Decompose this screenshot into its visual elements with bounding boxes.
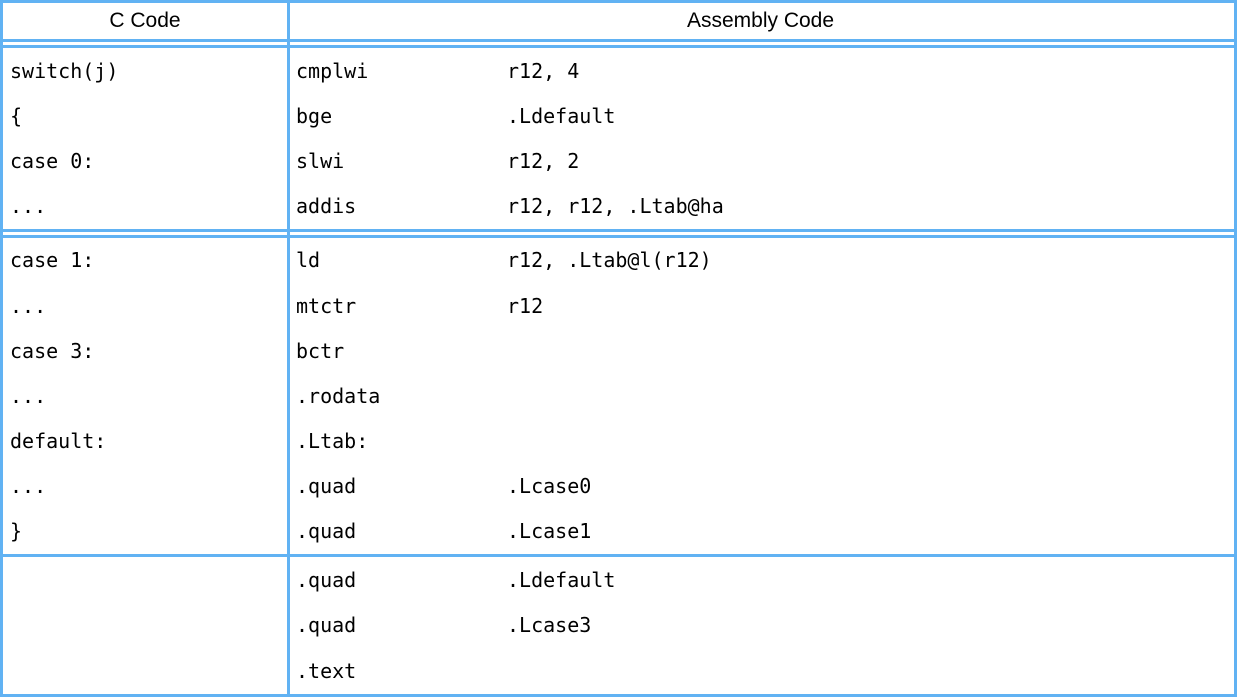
table-section-1: switch(j) cmplwi r12, 4 { bge .Ldefault ca… — [3, 48, 1234, 229]
assembly-cell: .Ltab: — [287, 429, 1234, 453]
table-row: .quad .Ldefault — [3, 557, 1234, 603]
asm-mnemonic: .quad — [296, 519, 357, 544]
assembly-cell: ld r12, .Ltab@l(r12) — [287, 248, 1234, 272]
table-row: case 1: ld r12, .Ltab@l(r12) — [3, 238, 1234, 283]
c-code-cell: { — [10, 103, 23, 128]
column-divider — [287, 3, 290, 694]
asm-operands: .Lcase1 — [507, 519, 592, 544]
c-code-cell: } — [10, 519, 23, 544]
table-row: switch(j) cmplwi r12, 4 — [3, 48, 1234, 93]
assembly-cell: .text — [287, 659, 1234, 683]
header-c-code: C Code — [109, 9, 181, 32]
assembly-cell: addis r12, r12, .Ltab@ha — [287, 194, 1234, 218]
c-code-cell: default: — [10, 429, 107, 454]
table-header-row: C Code Assembly Code — [3, 3, 1234, 39]
table-row: ... addis r12, r12, .Ltab@ha — [3, 184, 1234, 229]
assembly-cell: mtctr r12 — [287, 294, 1234, 318]
asm-operands: r12, 2 — [507, 148, 580, 173]
asm-mnemonic: .text — [296, 659, 357, 684]
table-row: case 0: slwi r12, 2 — [3, 138, 1234, 183]
asm-operands: .Lcase3 — [507, 613, 592, 638]
assembly-cell: cmplwi r12, 4 — [287, 59, 1234, 83]
asm-operands: .Lcase0 — [507, 474, 592, 499]
c-code-cell: case 3: — [10, 338, 95, 363]
asm-mnemonic: .quad — [296, 613, 357, 638]
asm-mnemonic: ld — [296, 248, 321, 273]
table-row: default: .Ltab: — [3, 419, 1234, 464]
section-divider-single — [3, 554, 1234, 558]
assembly-cell: .quad .Lcase0 — [287, 474, 1234, 498]
assembly-cell: .quad .Lcase3 — [287, 613, 1234, 637]
assembly-cell: .rodata — [287, 384, 1234, 408]
asm-operands: r12, r12, .Ltab@ha — [507, 194, 724, 219]
asm-mnemonic: .quad — [296, 474, 357, 499]
section-divider-double — [3, 228, 1234, 238]
header-divider — [3, 39, 1234, 48]
c-code-cell: case 1: — [10, 248, 95, 273]
asm-mnemonic: mtctr — [296, 293, 357, 318]
c-code-cell: ... — [10, 194, 47, 219]
asm-mnemonic: .rodata — [296, 383, 381, 408]
assembly-cell: bctr — [287, 339, 1234, 363]
header-assembly-code: Assembly Code — [686, 9, 835, 32]
c-code-cell: ... — [10, 383, 47, 408]
table-row: ... .rodata — [3, 373, 1234, 418]
table-row: } .quad .Lcase1 — [3, 509, 1234, 554]
table-row: ... .quad .Lcase0 — [3, 464, 1234, 509]
asm-mnemonic: bctr — [296, 338, 345, 363]
table-section-3: .quad .Ldefault .quad .Lcase3 .text — [3, 557, 1234, 694]
assembly-cell: .quad .Lcase1 — [287, 519, 1234, 543]
asm-operands: r12 — [507, 293, 544, 318]
asm-mnemonic: addis — [296, 194, 357, 219]
asm-mnemonic: .quad — [296, 567, 357, 592]
table-row: .text — [3, 648, 1234, 694]
c-code-cell: switch(j) — [10, 58, 119, 83]
table-section-2: case 1: ld r12, .Ltab@l(r12) ... mtctr r12… — [3, 238, 1234, 554]
asm-operands: r12, .Ltab@l(r12) — [507, 248, 712, 273]
asm-mnemonic: cmplwi — [296, 58, 369, 83]
asm-operands: r12, 4 — [507, 58, 580, 83]
c-code-cell: case 0: — [10, 148, 95, 173]
c-code-cell: ... — [10, 474, 47, 499]
asm-mnemonic: bge — [296, 103, 333, 128]
assembly-cell: bge .Ldefault — [287, 104, 1234, 128]
table-row: ... mtctr r12 — [3, 283, 1234, 328]
assembly-cell: .quad .Ldefault — [287, 568, 1234, 592]
asm-operands: .Ldefault — [507, 103, 616, 128]
table-row: { bge .Ldefault — [3, 93, 1234, 138]
asm-operands: .Ldefault — [507, 567, 616, 592]
asm-mnemonic: slwi — [296, 148, 345, 173]
asm-mnemonic: .Ltab: — [296, 429, 369, 454]
table-row: .quad .Lcase3 — [3, 603, 1234, 649]
c-code-cell: ... — [10, 293, 47, 318]
table-row: case 3: bctr — [3, 328, 1234, 373]
assembly-cell: slwi r12, 2 — [287, 149, 1234, 173]
